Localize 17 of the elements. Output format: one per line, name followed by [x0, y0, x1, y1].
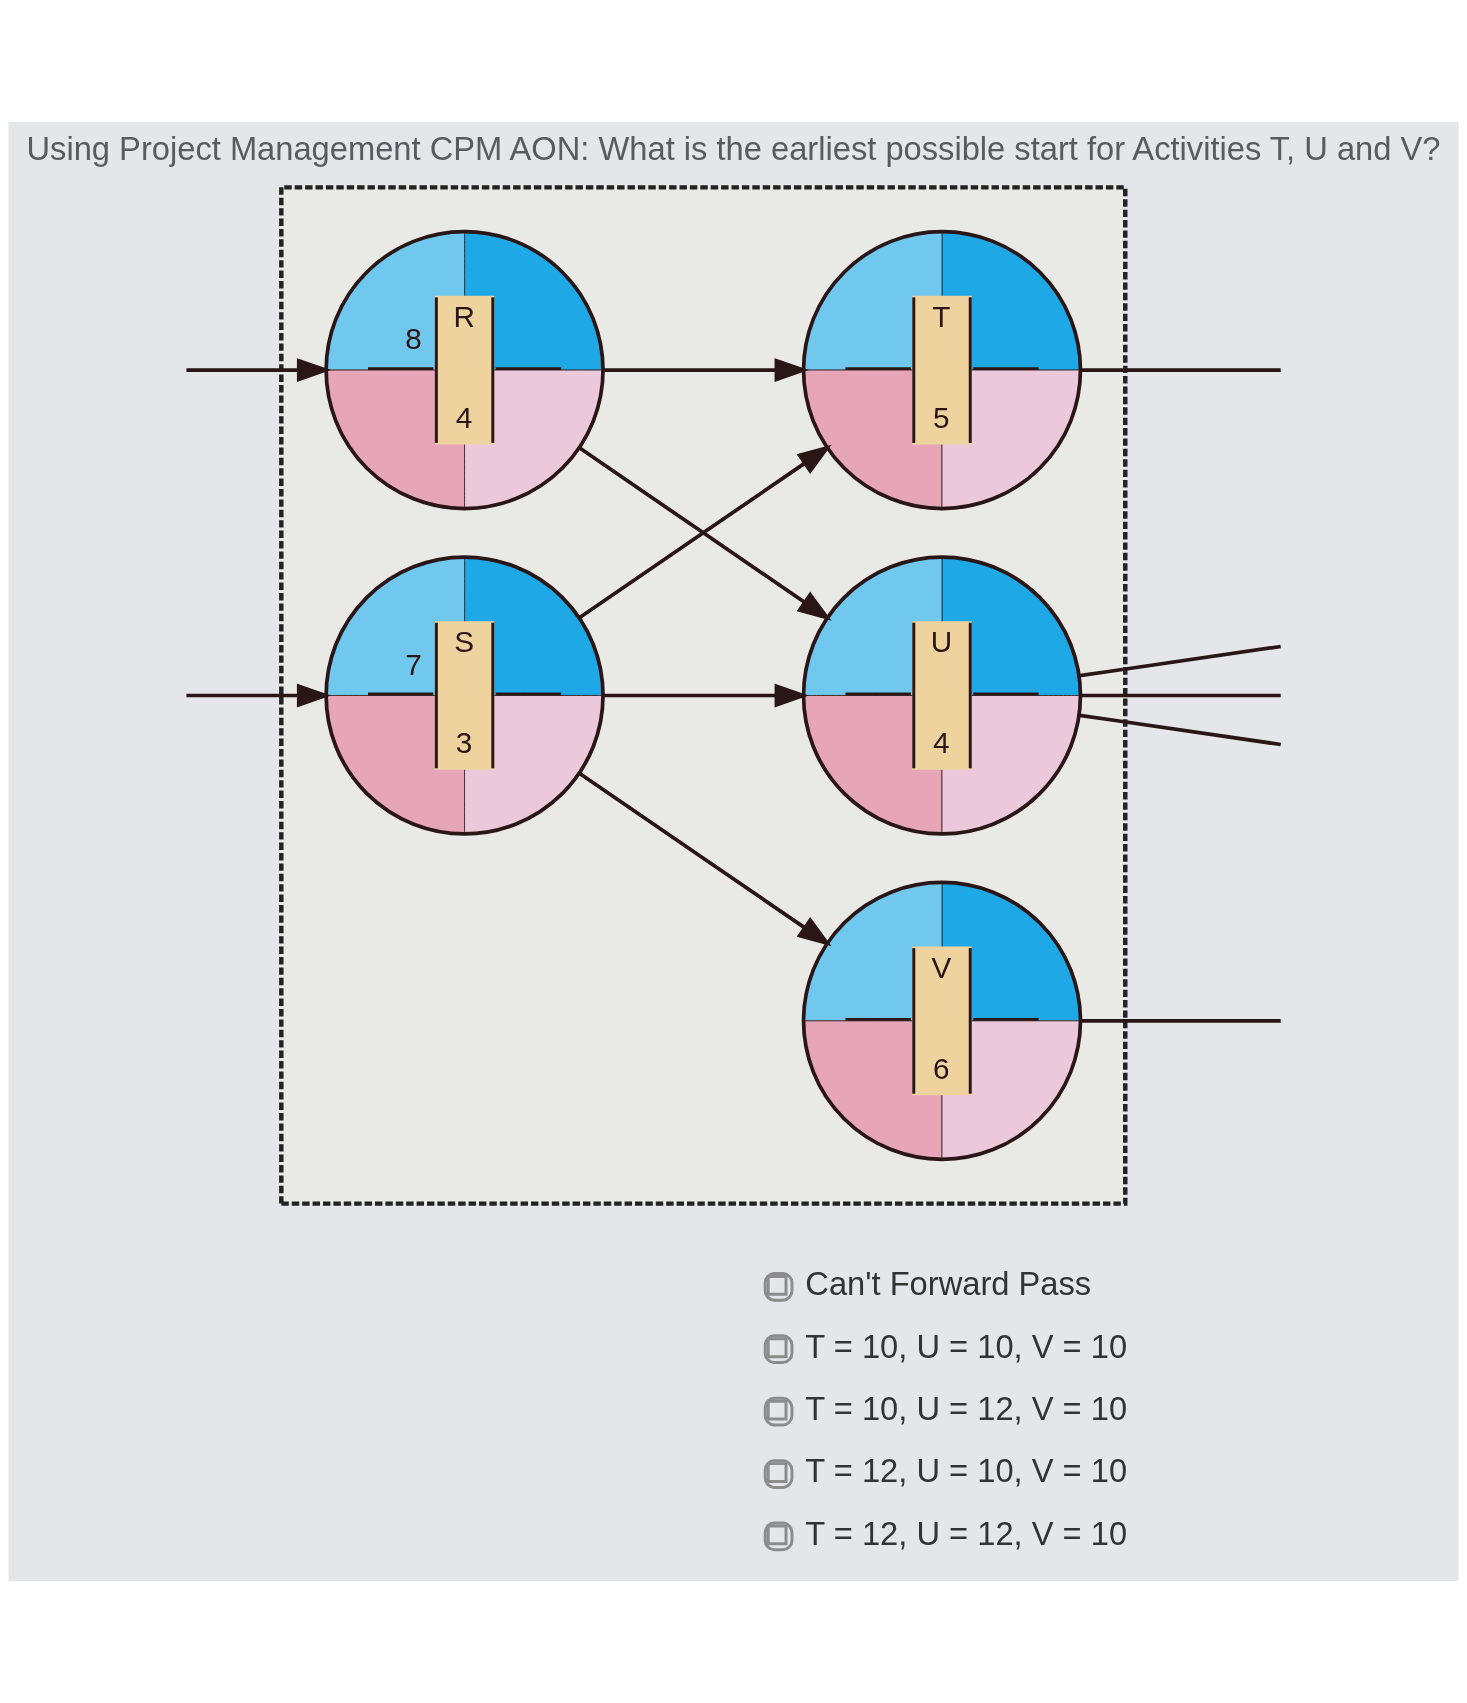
- arrow: [578, 771, 832, 947]
- connector: [1079, 644, 1281, 678]
- diagram-title: Using Project Management CPM AON: What is the earliest possible start for Activities T, U and V?: [26, 130, 1441, 168]
- arrow: [603, 358, 809, 383]
- label: T = 10, U = 10, V = 10: [805, 1327, 1128, 1365]
- connector: [1081, 1019, 1281, 1023]
- arrow: [186, 683, 332, 708]
- connector: [1081, 368, 1281, 372]
- arrow: [603, 683, 809, 708]
- arrow: [186, 358, 332, 383]
- label: T = 12, U = 10, V = 10: [805, 1452, 1128, 1490]
- label: T = 12, U = 12, V = 10: [805, 1514, 1128, 1552]
- label: Can't Forward Pass: [805, 1265, 1092, 1303]
- connector: [1079, 713, 1281, 747]
- cluster: [279, 185, 1128, 1206]
- label: T = 10, U = 12, V = 10: [805, 1389, 1128, 1427]
- connector: [1081, 693, 1281, 698]
